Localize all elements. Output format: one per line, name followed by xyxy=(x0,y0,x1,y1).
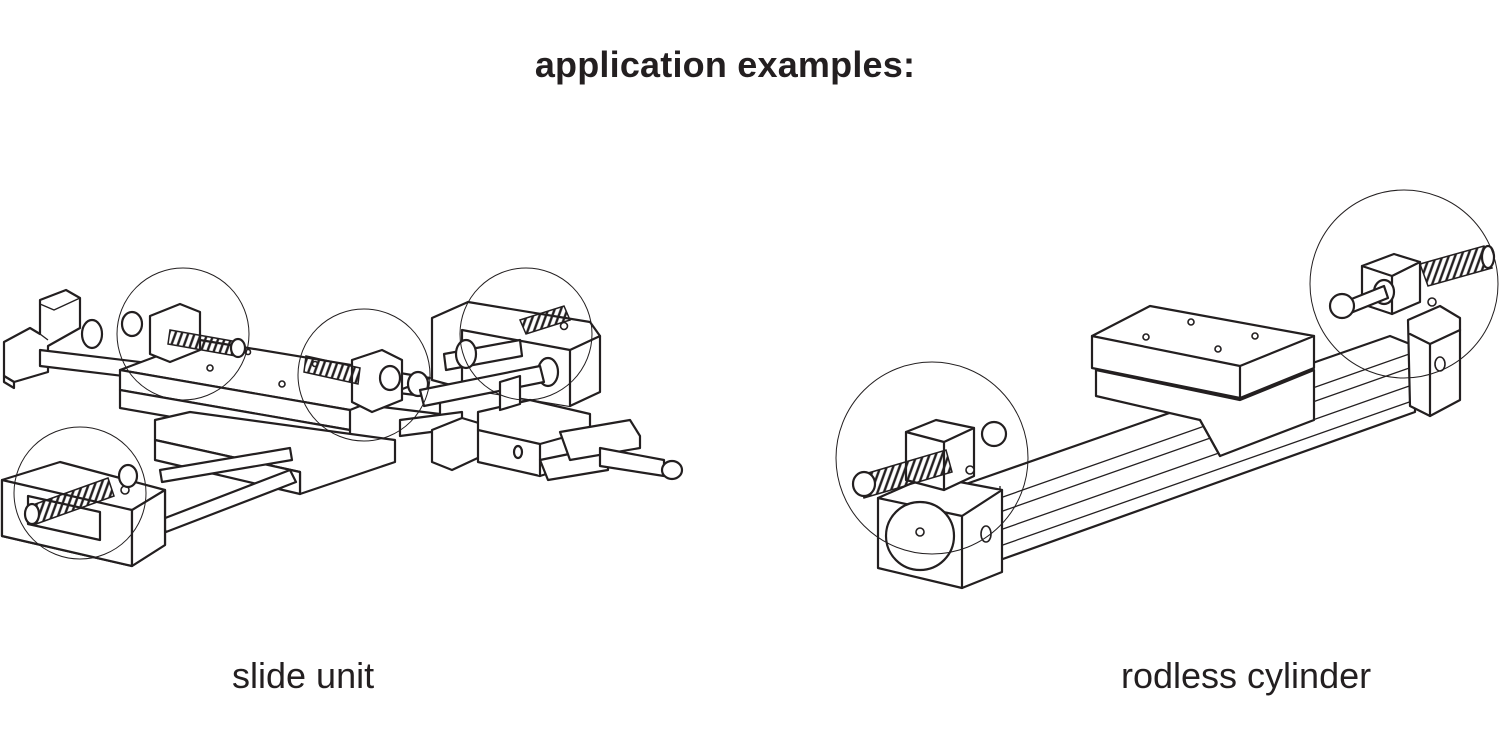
highlight-circle-1 xyxy=(116,267,250,401)
upper-right-stop xyxy=(418,300,602,408)
front-end-cap xyxy=(876,474,1004,590)
cylinder-carriage xyxy=(1090,304,1316,458)
front-stop xyxy=(851,418,1008,499)
rodless-cylinder-drawing xyxy=(835,189,1499,590)
highlight-circle-6 xyxy=(1309,189,1499,379)
highlight-circle-4 xyxy=(13,426,147,560)
right-stop xyxy=(1328,244,1496,320)
highlight-circle-2 xyxy=(459,267,593,401)
caption-rodless-cylinder: rodless cylinder xyxy=(1121,655,1372,696)
caption-slide-unit: slide unit xyxy=(232,655,375,696)
highlight-circle-3 xyxy=(297,308,431,442)
bottom-left-screw xyxy=(23,463,139,526)
right-end-cap xyxy=(1406,304,1462,418)
left-end-stop xyxy=(2,288,82,390)
slide-unit-drawing xyxy=(0,267,684,568)
gripper-head xyxy=(430,374,684,482)
page-title: application examples: xyxy=(534,44,916,85)
highlight-circle-5 xyxy=(835,361,1029,555)
upper-left-screw xyxy=(80,302,247,364)
